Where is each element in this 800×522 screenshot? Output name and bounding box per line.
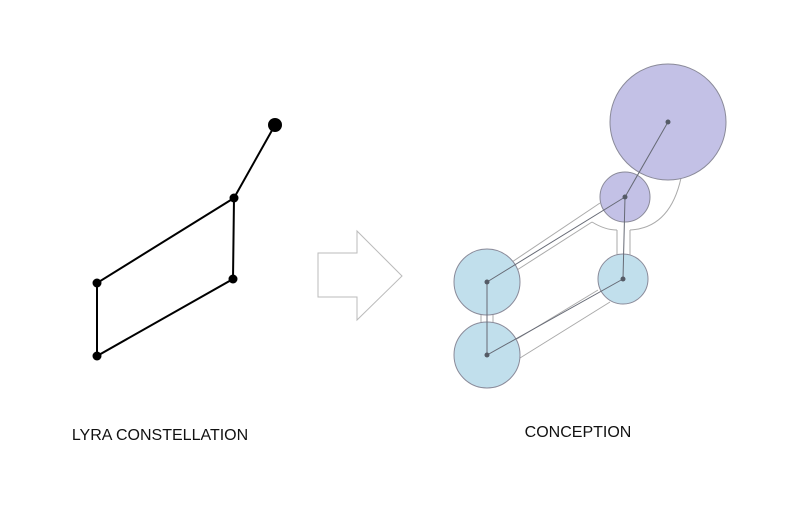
conception-label: CONCEPTION — [524, 424, 632, 441]
star — [92, 278, 102, 288]
conception-centers — [484, 119, 671, 358]
constellation-stars — [92, 118, 282, 361]
lyra-constellation — [96, 124, 276, 358]
star-vega — [268, 118, 282, 132]
constellation-lines — [96, 124, 276, 358]
arrow-right-icon — [317, 229, 403, 322]
star — [228, 274, 238, 284]
star — [92, 351, 102, 361]
conception-lines — [486, 121, 669, 356]
star — [229, 193, 239, 203]
lyra-constellation-label: LYRA CONSTELLATION — [71, 427, 249, 444]
conception-nodes — [453, 63, 727, 389]
